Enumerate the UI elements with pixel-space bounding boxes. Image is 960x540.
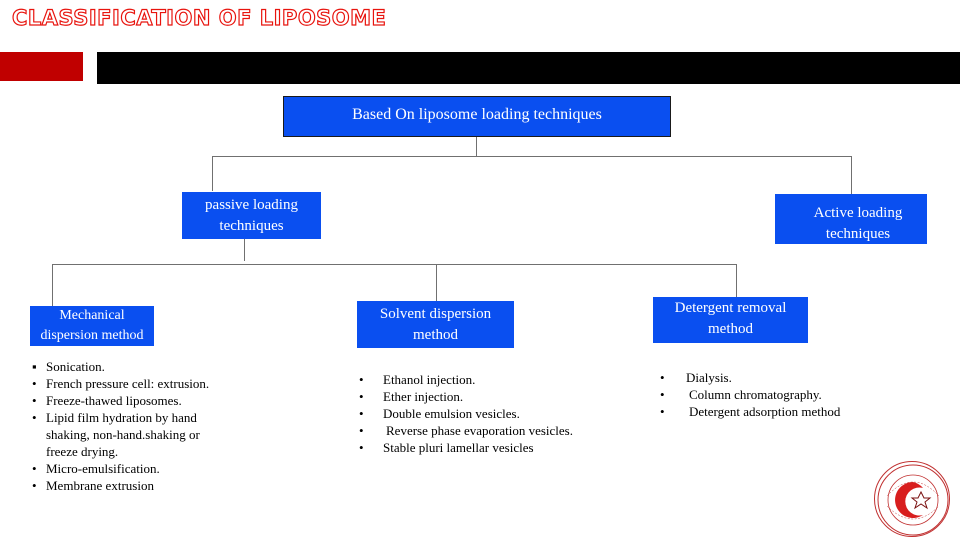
bullet-icon: • (660, 387, 665, 402)
bullet-icon: • (359, 423, 364, 438)
mechanical-dispersion-node: Mechanical dispersion method (30, 306, 154, 346)
list-item: •Ethanol injection. (359, 372, 476, 387)
list-item: •Reverse phase evaporation vesicles. (359, 423, 573, 438)
bullet-icon: • (359, 389, 364, 404)
connector-solvent-up (436, 264, 437, 301)
connector-top-horizontal (212, 156, 852, 157)
square-bullet-icon: ▪ (32, 359, 37, 374)
bullet-icon: • (359, 406, 364, 421)
connector-detergent-up (736, 264, 737, 297)
seal-graphic (877, 464, 949, 536)
connector-mid-horizontal (52, 264, 737, 265)
list-item: •Double emulsion vesicles. (359, 406, 520, 421)
connector-passive-down (244, 239, 245, 261)
passive-loading-node: passive loading techniques (182, 192, 321, 239)
list-item: •French pressure cell: extrusion. (32, 376, 210, 391)
mechanical-methods-list: ▪Sonication. •French pressure cell: extr… (32, 358, 232, 494)
connector-root-down (476, 137, 477, 157)
solvent-dispersion-node: Solvent dispersion method (357, 301, 514, 348)
bullet-icon: • (32, 393, 37, 408)
detergent-removal-node: Detergent removal method (653, 297, 808, 343)
black-header-bar (97, 52, 960, 84)
solvent-methods-list: •Ethanol injection. •Ether injection. •D… (359, 371, 599, 456)
red-accent-bar (0, 52, 83, 81)
list-item: •Freeze-thawed liposomes. (32, 393, 182, 408)
list-item: •Stable pluri lamellar vesicles (359, 440, 534, 455)
bullet-icon: • (660, 370, 665, 385)
connector-mechanical-up (52, 264, 53, 306)
connector-passive-up (212, 156, 213, 191)
active-loading-node: Active loading techniques (775, 194, 927, 244)
detergent-methods-list: •Dialysis. •Column chromatography. •Dete… (660, 369, 860, 420)
bullet-icon: • (359, 440, 364, 455)
bullet-icon: • (660, 404, 665, 419)
root-node: Based On liposome loading techniques (283, 96, 671, 137)
list-item: •Ether injection. (359, 389, 464, 404)
bullet-icon: • (32, 376, 37, 391)
bullet-icon: • (32, 461, 37, 476)
connector-active-up (851, 156, 852, 194)
list-item: ▪Sonication. (32, 359, 105, 374)
university-seal-icon (874, 461, 950, 537)
list-item: •Lipid film hydration by hand shaking, n… (32, 410, 200, 459)
slide-title: CLASSIFICATION OF LIPOSOME (11, 5, 387, 30)
list-item: •Detergent adsorption method (660, 404, 841, 419)
bullet-icon: • (359, 372, 364, 387)
list-item: •Dialysis. (660, 370, 732, 385)
bullet-icon: • (32, 410, 37, 425)
bullet-icon: • (32, 478, 37, 493)
list-item: •Membrane extrusion (32, 478, 154, 493)
list-item: •Micro-emulsification. (32, 461, 160, 476)
list-item: •Column chromatography. (660, 387, 822, 402)
